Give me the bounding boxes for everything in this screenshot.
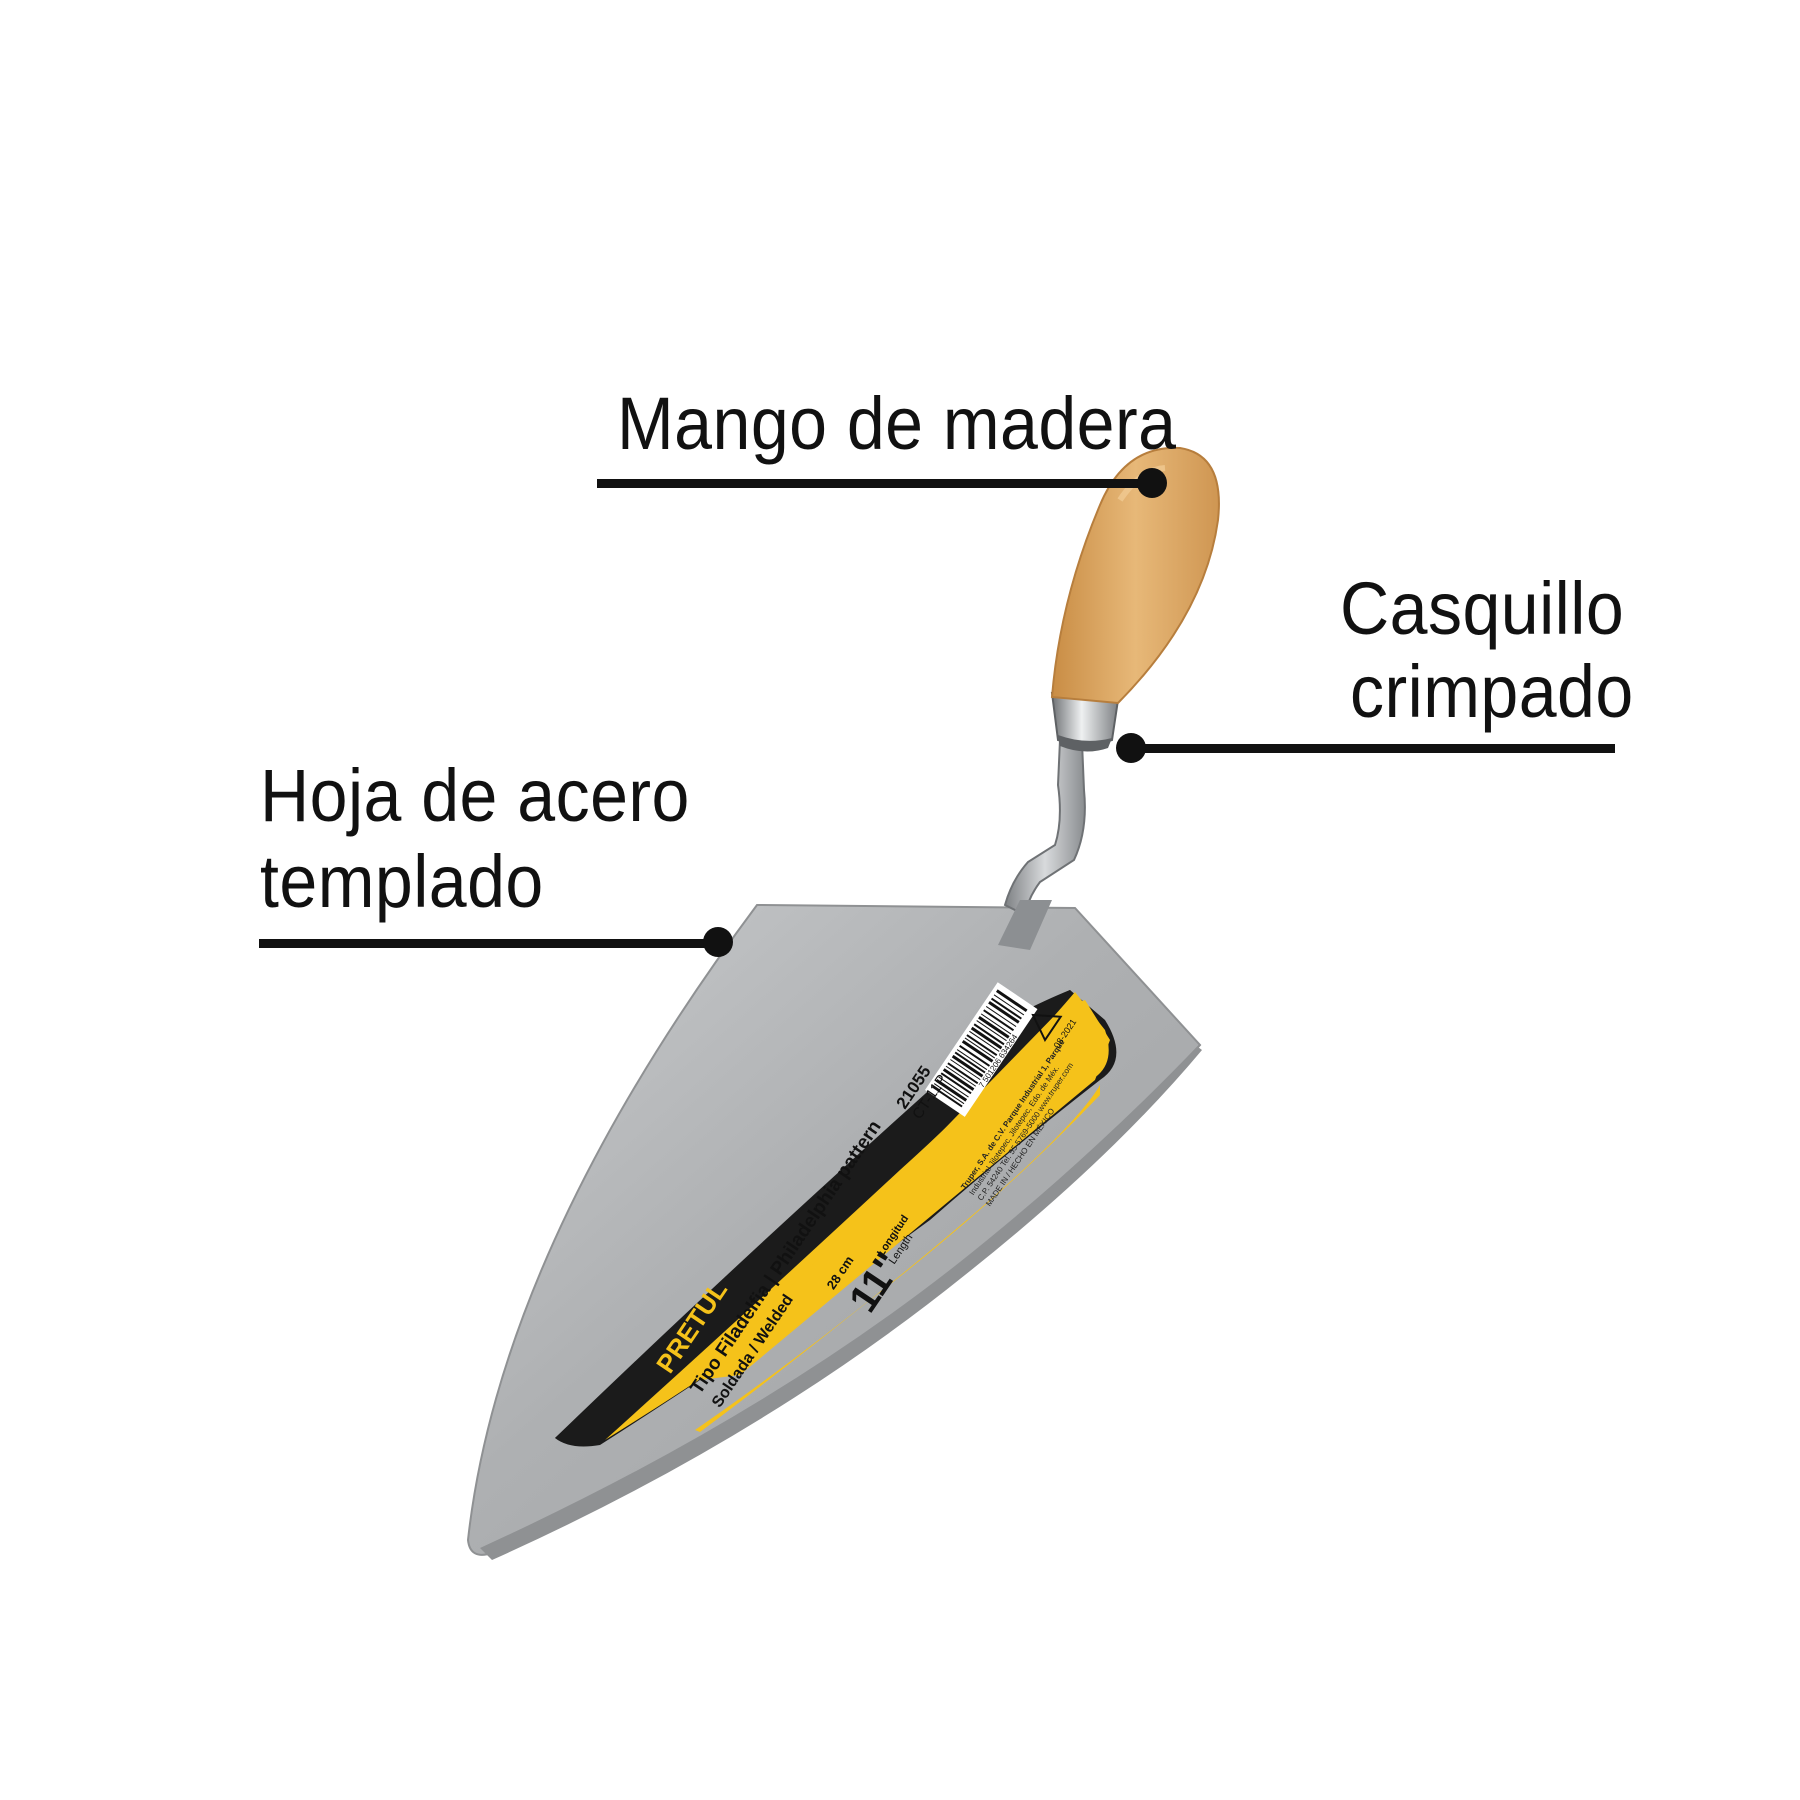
callout-handle-line: [597, 479, 1147, 488]
warning-icon: [1031, 1013, 1063, 1043]
callout-blade-line: [259, 939, 719, 948]
callout-ferrule-label-1: Casquillo: [1340, 567, 1625, 650]
callout-ferrule-label-2: crimpado: [1350, 650, 1634, 733]
callout-blade-dot: [703, 927, 733, 957]
callout-handle-label: Mango de madera: [617, 382, 1177, 465]
callout-handle-dot: [1137, 468, 1167, 498]
callout-ferrule-line: [1130, 744, 1615, 753]
callout-ferrule-dot: [1116, 733, 1146, 763]
callout-blade-label-2: templado: [260, 840, 544, 923]
ferrule: [1050, 691, 1120, 752]
callout-blade-label-1: Hoja de acero: [260, 754, 690, 837]
shank: [998, 738, 1086, 950]
